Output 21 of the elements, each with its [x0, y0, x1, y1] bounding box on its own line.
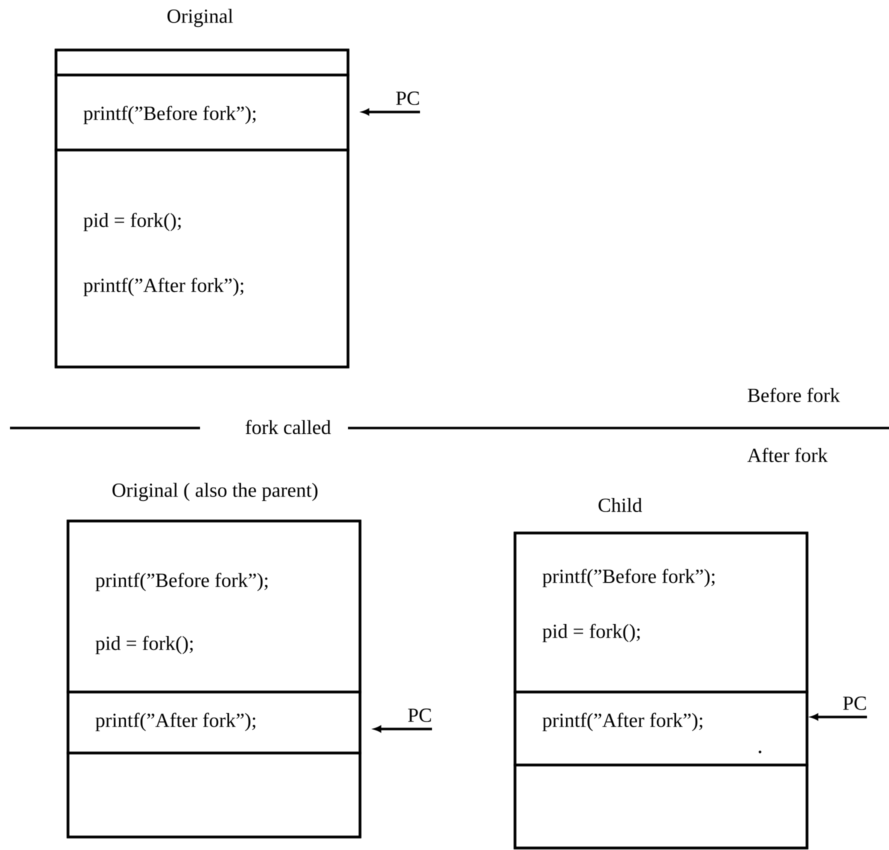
- phase-label: After fork: [747, 448, 828, 462]
- code-segment: printf(”Before fork”);: [54, 74, 350, 152]
- node-label: Child: [598, 498, 642, 512]
- code-segment: printf(”After fork”);: [514, 690, 808, 766]
- pc-label: PC: [396, 92, 419, 105]
- arrow: [374, 726, 432, 732]
- node-label: Original: [167, 8, 233, 28]
- empty-segment: [54, 48, 350, 76]
- code-segment: printf(”Before fork”); pid = fork();: [66, 520, 362, 694]
- arrow: [811, 714, 867, 720]
- pc-label: PC: [408, 708, 431, 722]
- node-label: Original ( also the parent): [112, 482, 318, 502]
- pc-label: PC: [843, 696, 866, 710]
- phase-label: Before fork: [748, 388, 840, 402]
- code-segment: pid = fork(); printf(”After fork”);: [54, 148, 350, 368]
- empty-segment: [514, 764, 808, 850]
- arrow: [362, 108, 420, 116]
- code-segment: printf(”Before fork”); pid = fork();: [514, 532, 808, 694]
- code-segment: printf(”After fork”);: [66, 690, 362, 754]
- event-label: fork called: [246, 420, 331, 434]
- empty-segment: [66, 752, 362, 838]
